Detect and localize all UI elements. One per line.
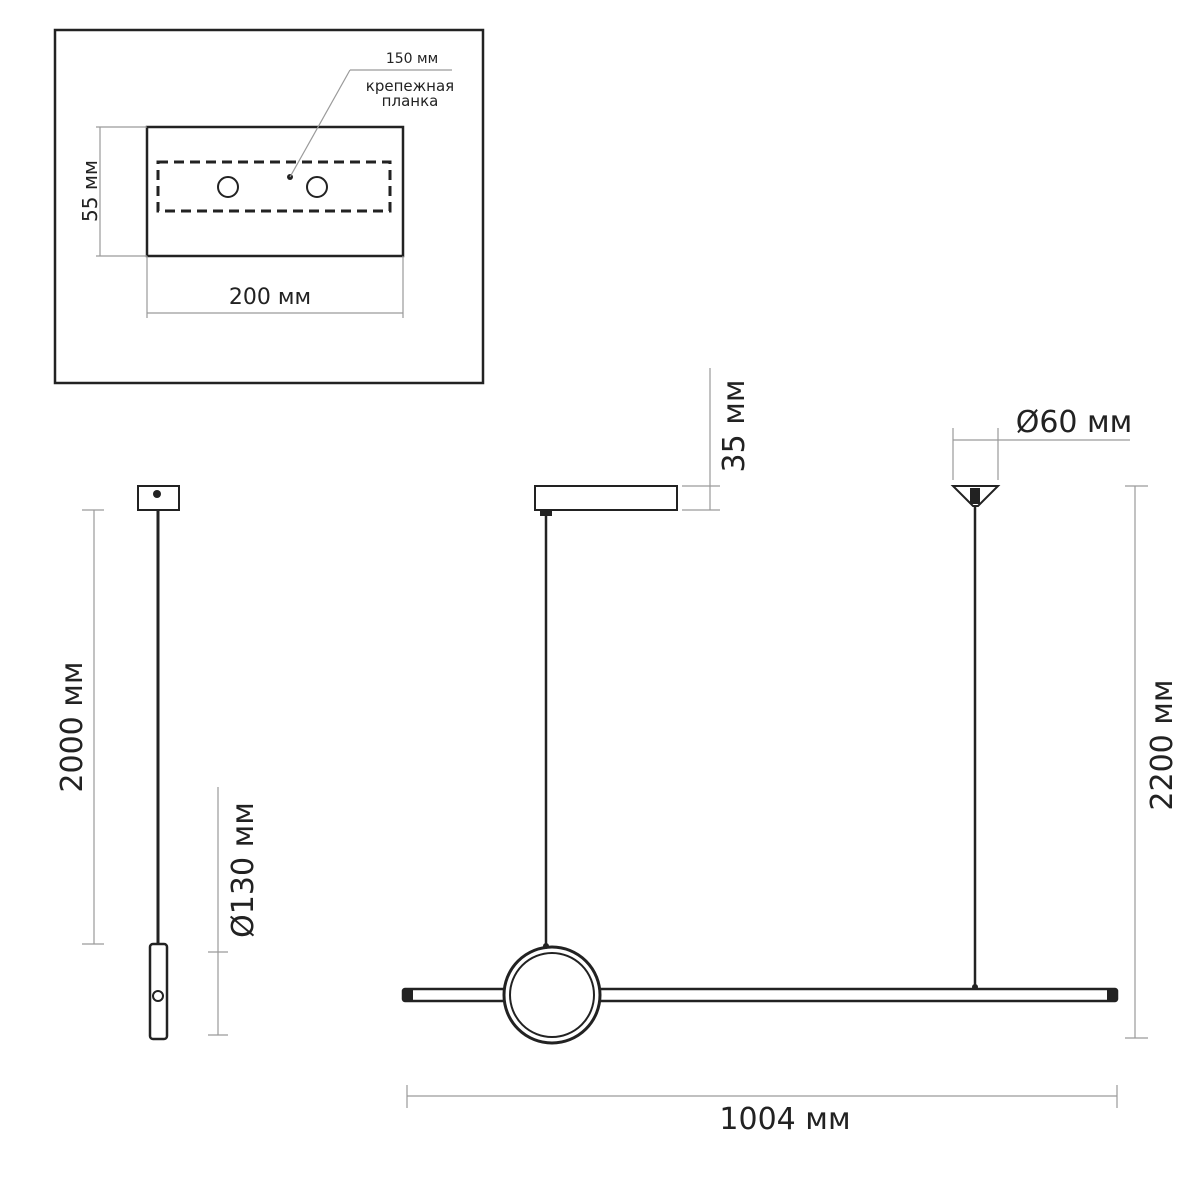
canopy-plate-outline (145, 125, 405, 258)
front-light-bar-end-left (403, 989, 413, 1001)
side-view: 2000 мм Ø130 мм (55, 485, 261, 1041)
bracket-leader-line (289, 69, 351, 178)
diameter-label: Ø130 мм (226, 802, 261, 938)
plate-caption-line1: крепежная (366, 77, 454, 95)
total-height-label: 2200 мм (1145, 679, 1180, 810)
canopy-diameter-label: Ø60 мм (1016, 405, 1133, 440)
side-canopy (137, 485, 180, 511)
mounting-bracket-dashed (156, 160, 392, 213)
canopy-height-label: 35 мм (717, 380, 752, 473)
front-ring-joint (543, 943, 549, 949)
total-length-label: 1004 мм (719, 1102, 850, 1137)
side-lamp-body (148, 942, 169, 1041)
front-ring-inner (509, 952, 595, 1038)
mounting-hole-right (306, 176, 328, 198)
width-label: 200 мм (229, 285, 311, 310)
front-flat-canopy-base (540, 510, 552, 516)
front-view: 35 мм Ø60 мм 2200 мм 1004 мм (401, 368, 1180, 1137)
front-light-bar-end-right (1107, 989, 1117, 1001)
canopy-detail-inset: 150 мм крепежная планка 55 мм 200 мм (53, 28, 485, 385)
front-right-cable-joint (972, 984, 978, 990)
side-lamp-joint (152, 990, 164, 1002)
height-label: 55 мм (78, 160, 102, 222)
inset-frame (53, 28, 485, 385)
front-cone-canopy-core (970, 488, 980, 504)
plate-length-label: 150 мм (386, 51, 438, 67)
plate-caption-line2: планка (382, 92, 439, 110)
mounting-hole-left (217, 176, 239, 198)
cable-length-label: 2000 мм (55, 661, 90, 792)
front-flat-canopy (534, 485, 678, 511)
side-canopy-screw (153, 490, 161, 498)
